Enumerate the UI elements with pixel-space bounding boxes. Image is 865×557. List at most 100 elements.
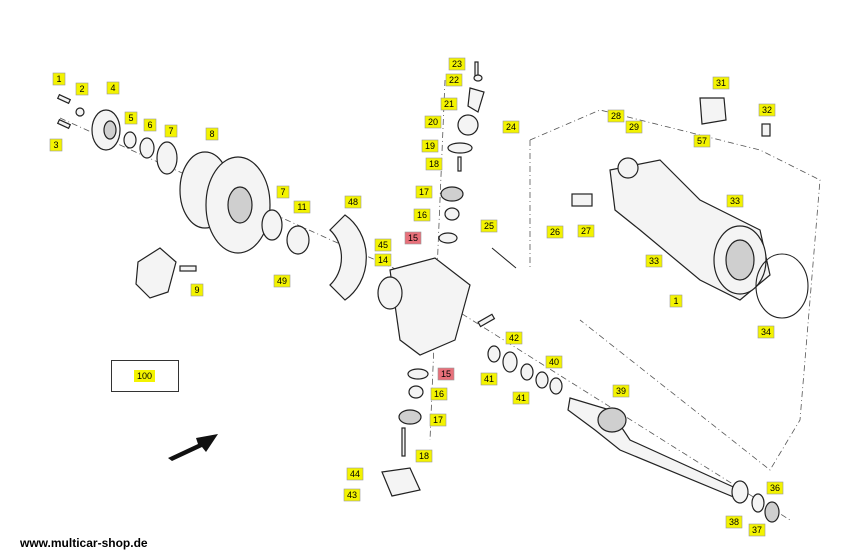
callout-text: 32 — [762, 105, 772, 115]
callout-text: 44 — [350, 469, 360, 479]
callout-2: 2 — [75, 82, 89, 96]
bearing-42 — [502, 351, 518, 373]
callout-text: 39 — [616, 386, 626, 396]
ring-40b — [549, 377, 563, 395]
callout-41: 41 — [512, 391, 530, 405]
callout-1: 1 — [669, 294, 683, 308]
callout-29: 29 — [625, 120, 643, 134]
seal-41 — [487, 345, 501, 363]
callout-text: 19 — [425, 141, 435, 151]
callout-17: 17 — [415, 185, 433, 199]
callout-text: 1 — [56, 74, 61, 84]
callout-19: 19 — [421, 139, 439, 153]
callout-text: 9 — [194, 285, 199, 295]
callout-3: 3 — [49, 138, 63, 152]
callout-text: 17 — [433, 415, 443, 425]
callout-text: 8 — [209, 129, 214, 139]
callout-6: 6 — [143, 118, 157, 132]
callout-5: 5 — [124, 111, 138, 125]
callout-text: 17 — [419, 187, 429, 197]
callout-18: 18 — [415, 449, 433, 463]
callout-text: 29 — [629, 122, 639, 132]
callout-text: 5 — [128, 113, 133, 123]
callout-28: 28 — [607, 109, 625, 123]
callout-27: 27 — [577, 224, 595, 238]
plug-32 — [761, 123, 771, 137]
website-footer[interactable]: www.multicar-shop.de — [20, 536, 148, 550]
steering-knuckle — [377, 257, 496, 356]
callout-24: 24 — [502, 120, 520, 134]
seal-6 — [139, 137, 155, 159]
callout-21: 21 — [440, 97, 458, 111]
dust-shield — [329, 214, 367, 301]
wheel-hub — [91, 109, 121, 151]
callout-20: 20 — [424, 115, 442, 129]
axle-housing-outline — [529, 109, 821, 471]
callout-38: 38 — [725, 515, 743, 529]
callout-text: 11 — [297, 202, 306, 212]
callout-text: 27 — [581, 226, 591, 236]
callout-49: 49 — [273, 274, 291, 288]
callout-1: 1 — [52, 72, 66, 86]
callout-34: 34 — [757, 325, 775, 339]
brake-drum — [179, 151, 271, 254]
callout-45: 45 — [374, 238, 392, 252]
callout-text: 49 — [277, 276, 287, 286]
callout-15: 15 — [404, 231, 422, 245]
callout-text: 7 — [280, 187, 285, 197]
callout-43: 43 — [343, 488, 361, 502]
callout-15: 15 — [437, 367, 455, 381]
callout-39: 39 — [612, 384, 630, 398]
callout-36: 36 — [766, 481, 784, 495]
callout-text: 40 — [549, 357, 559, 367]
cv-drive-shaft — [567, 397, 741, 499]
callout-16: 16 — [430, 387, 448, 401]
ring-40 — [535, 371, 549, 389]
callout-text: 18 — [419, 451, 429, 461]
assembly-label: 100 — [134, 370, 156, 382]
callout-text: 16 — [434, 389, 444, 399]
assembly-box: 100 — [111, 360, 179, 392]
callout-text: 45 — [378, 240, 388, 250]
callout-text: 26 — [550, 227, 560, 237]
callout-text: 1 — [673, 296, 678, 306]
callout-text: 3 — [53, 140, 58, 150]
bearing-7 — [156, 141, 178, 175]
callout-text: 31 — [716, 78, 726, 88]
callout-text: 23 — [452, 59, 462, 69]
kingpin-upper-stack — [438, 61, 485, 244]
callout-text: 24 — [506, 122, 516, 132]
callout-text: 41 — [484, 374, 494, 384]
kingpin-lower-stack — [381, 368, 429, 497]
callout-11: 11 — [293, 200, 311, 214]
callout-text: 20 — [428, 117, 438, 127]
callout-31: 31 — [712, 76, 730, 90]
callout-8: 8 — [205, 127, 219, 141]
callout-57: 57 — [693, 134, 711, 148]
callout-7: 7 — [276, 185, 290, 199]
kingpin-axis-line — [429, 79, 446, 441]
callout-44: 44 — [346, 467, 364, 481]
callout-41: 41 — [480, 372, 498, 386]
bearing-5 — [123, 131, 137, 149]
callout-4: 4 — [106, 81, 120, 95]
callout-17: 17 — [429, 413, 447, 427]
callout-text: 21 — [444, 99, 454, 109]
callout-37: 37 — [748, 523, 766, 537]
o-ring-34 — [755, 253, 809, 319]
callout-text: 25 — [484, 221, 494, 231]
hub-bolts-group — [56, 93, 85, 130]
callout-text: 16 — [417, 210, 427, 220]
callout-text: 22 — [449, 75, 459, 85]
callout-23: 23 — [448, 57, 466, 71]
callout-text: 2 — [79, 84, 84, 94]
callout-text: 33 — [649, 256, 659, 266]
seal-41b — [520, 363, 534, 381]
callout-text: 38 — [729, 517, 739, 527]
callout-16: 16 — [413, 208, 431, 222]
bearing-38 — [731, 480, 749, 504]
callout-9: 9 — [190, 283, 204, 297]
tie-rod — [491, 247, 517, 269]
brake-caliper — [135, 247, 197, 299]
